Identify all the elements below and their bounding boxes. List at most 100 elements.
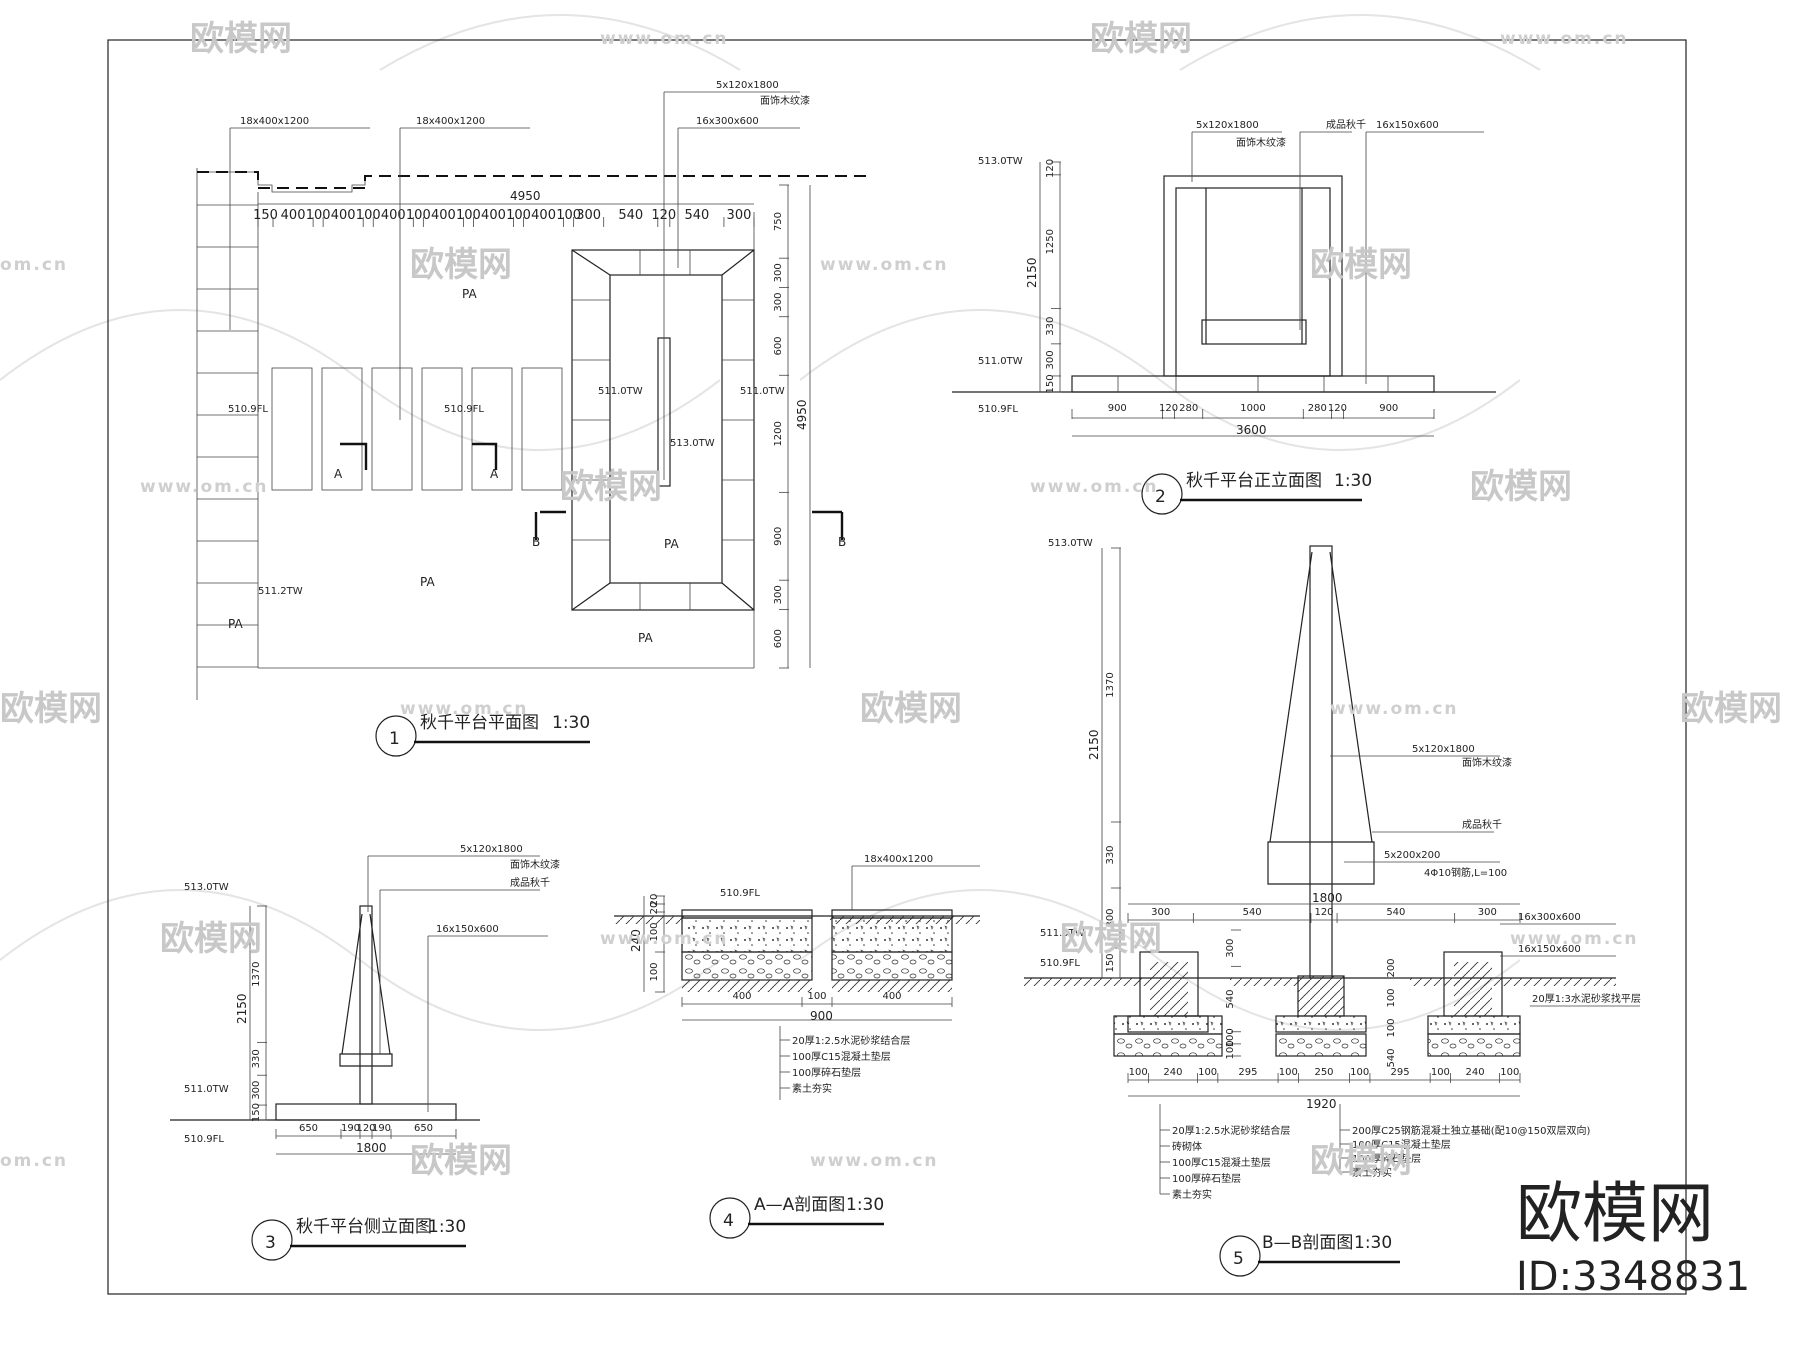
section-b-leader-3-note: 4Φ10钢筋,L=100 [1424, 866, 1507, 879]
side-elev: 511.0TW [184, 1084, 229, 1095]
watermark-brand: 欧模网 [1060, 919, 1162, 959]
watermark-brand: 欧模网 [1090, 19, 1192, 59]
plan-right-dim-label: 1200 [773, 421, 784, 446]
plan-right-dim-label: 600 [773, 629, 784, 648]
model-id: ID:3348831 [1516, 1254, 1750, 1300]
plan-elev: 510.9FL [444, 404, 484, 415]
section-b-leader-1-note: 面饰木纹漆 [1462, 756, 1512, 769]
front-leader-1: 5x120x1800 [1196, 120, 1259, 131]
side-vdim-label: 300 [251, 1081, 262, 1100]
section-a-leader: 18x400x1200 [864, 854, 933, 865]
watermark-url: www.om.cn [1030, 477, 1159, 497]
side-vdim-label: 1370 [251, 961, 262, 986]
section-b-elev: 511.0TW [1040, 928, 1085, 939]
side-leader-1: 5x120x1800 [460, 844, 523, 855]
section-b-bdim-label: 100 [1500, 1067, 1519, 1078]
section-b-sdim-label: 200 [1386, 958, 1397, 977]
plan-leader-4: 16x300x600 [696, 116, 759, 127]
section-b-layer-left-item: 100厚C15混凝土垫层 [1172, 1156, 1271, 1169]
swing-platform-outer [571, 249, 755, 611]
watermark-brand: 欧模网 [0, 689, 102, 729]
plan-view-scale: 1:30 [552, 713, 590, 733]
watermark-url: www.om.cn [1500, 29, 1629, 49]
section-b-top-overall: 1800 [1312, 891, 1343, 905]
bench-slab [471, 367, 513, 491]
section-a-caption: A—A剖面图 [754, 1195, 845, 1215]
front-vdim-label: 330 [1045, 317, 1056, 336]
plan-right-dim-label: 750 [773, 212, 784, 231]
plan-top-dim-label: 100 [306, 208, 331, 223]
section-a-bdim-label: 100 [807, 991, 826, 1002]
section-b-layer-left-item: 砖砌体 [1172, 1140, 1202, 1153]
section-mark-b: B [532, 535, 540, 549]
section-b-leader-1: 5x120x1800 [1412, 744, 1475, 755]
section-b-bdim-label: 100 [1279, 1067, 1298, 1078]
side-bottom-overall: 1800 [356, 1141, 387, 1155]
front-vdim-label: 300 [1045, 350, 1056, 369]
section-a-vdim-label: 100 [649, 962, 660, 981]
front-bottom-overall: 3600 [1236, 423, 1267, 437]
front-view-caption: 秋千平台正立面图 [1186, 471, 1322, 491]
section-a-vertical-side: 240 [629, 929, 643, 952]
front-bdim-label: 900 [1379, 403, 1398, 414]
plan-top-dim-label: 400 [381, 208, 406, 223]
plan-top-dim-label: 300 [576, 208, 601, 223]
watermark-brand: 欧模网 [160, 919, 262, 959]
side-vdim-label: 330 [251, 1049, 262, 1068]
section-b-vdim-label: 300 [1105, 908, 1116, 927]
plan-top-dim-label: 100 [356, 208, 381, 223]
watermark-brand: 欧模网 [1680, 689, 1782, 729]
plan-leader-1: 18x400x1200 [240, 116, 309, 127]
plan-top-dim-label: 400 [481, 208, 506, 223]
section-b-leader-5: 16x150x600 [1518, 944, 1581, 955]
plan-top-dim-label: 100 [406, 208, 431, 223]
section-a-bdim-label: 400 [732, 991, 751, 1002]
plan-overall-dim: 4950 [510, 189, 541, 203]
section-b-scale: 1:30 [1354, 1233, 1392, 1253]
plan-top-dim-label: 540 [618, 208, 643, 223]
section-b-leader-6: 20厚1:3水泥砂浆找平层 [1532, 992, 1641, 1005]
plan-elev: 513.0TW [670, 438, 715, 449]
watermark-url: om.cn [0, 255, 68, 275]
section-b-sdim-label: 540 [1386, 1048, 1397, 1067]
section-b-vdim-label: 1370 [1105, 672, 1116, 697]
section-mark-b: B [838, 535, 846, 549]
plan-elev: 510.9FL [228, 404, 268, 415]
section-b-bdim-label: 100 [1431, 1067, 1450, 1078]
side-bdim-label: 190 [341, 1123, 360, 1134]
section-b-layer-right-item: 200厚C25钢筋混凝土独立基础(配10@150双层双向) [1352, 1124, 1591, 1137]
plan-top-dim-label: 400 [281, 208, 306, 223]
swing-frame-inner [1175, 187, 1331, 377]
side-vertical-overall: 2150 [235, 993, 249, 1024]
side-elev: 513.0TW [184, 882, 229, 893]
plan-view-caption: 秋千平台平面图 [420, 713, 539, 733]
side-view-scale: 1:30 [428, 1217, 466, 1237]
swing-platform-inner [609, 274, 723, 584]
bench-slab [271, 367, 313, 491]
front-bdim-label: 280 [1179, 403, 1198, 414]
plan-elev: 511.2TW [258, 586, 303, 597]
front-view-number: 2 [1155, 487, 1166, 507]
front-elev: 511.0TW [978, 356, 1023, 367]
section-a-layer-item: 素土夯实 [792, 1082, 832, 1095]
section-a-vdim-label: 20 [649, 894, 660, 907]
section-b-layer-left-item: 素土夯实 [1172, 1188, 1212, 1201]
plan-zone-pa: PA [638, 631, 653, 645]
section-b-bdim-label: 295 [1238, 1067, 1257, 1078]
front-view-scale: 1:30 [1334, 471, 1372, 491]
front-vertical-overall: 2150 [1025, 257, 1039, 288]
side-bdim-label: 190 [372, 1123, 391, 1134]
section-b-layer-right-item: 素土夯实 [1352, 1166, 1392, 1179]
section-b-layer-left-item: 100厚碎石垫层 [1172, 1172, 1241, 1185]
plan-elev: 511.0TW [740, 386, 785, 397]
plan-leader-3: 5x120x1800 [716, 80, 779, 91]
watermark-url: om.cn [0, 1151, 68, 1171]
